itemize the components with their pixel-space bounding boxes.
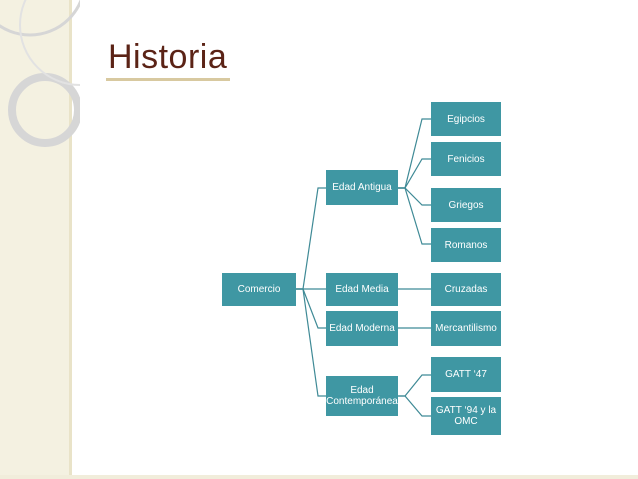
connector-contemporanea-gatt47 <box>398 374 431 397</box>
node-comercio: Comercio <box>222 273 296 306</box>
node-edad-antigua: Edad Antigua <box>326 170 398 205</box>
node-cruzadas: Cruzadas <box>431 273 501 306</box>
sidebar-edge <box>69 0 72 479</box>
node-gatt-94-omc: GATT ‘94 y la OMC <box>431 397 501 435</box>
node-romanos: Romanos <box>431 228 501 262</box>
node-fenicios: Fenicios <box>431 142 501 176</box>
footer-line <box>0 475 638 479</box>
node-egipcios: Egipcios <box>431 102 501 136</box>
connector-root-antigua <box>296 187 326 290</box>
connector-contemporanea-gatt94 <box>398 395 431 417</box>
connector-antigua-fenicios <box>398 158 431 189</box>
slide-title: Historia <box>108 38 228 76</box>
title-underline <box>106 78 230 81</box>
connector-root-contemporanea <box>296 288 326 397</box>
node-griegos: Griegos <box>431 188 501 222</box>
node-gatt-47: GATT ‘47 <box>431 357 501 392</box>
node-edad-moderna: Edad Moderna <box>326 311 398 346</box>
connector-antigua-romanos <box>398 187 431 245</box>
node-edad-contemporanea: Edad Contemporánea <box>326 376 398 416</box>
connector-root-moderna <box>296 288 326 329</box>
decorative-circles <box>0 0 80 147</box>
connector-antigua-griegos <box>398 187 431 206</box>
connector-antigua-egipcios <box>398 118 431 189</box>
node-mercantilismo: Mercantilismo <box>431 311 501 346</box>
node-edad-media: Edad Media <box>326 273 398 306</box>
